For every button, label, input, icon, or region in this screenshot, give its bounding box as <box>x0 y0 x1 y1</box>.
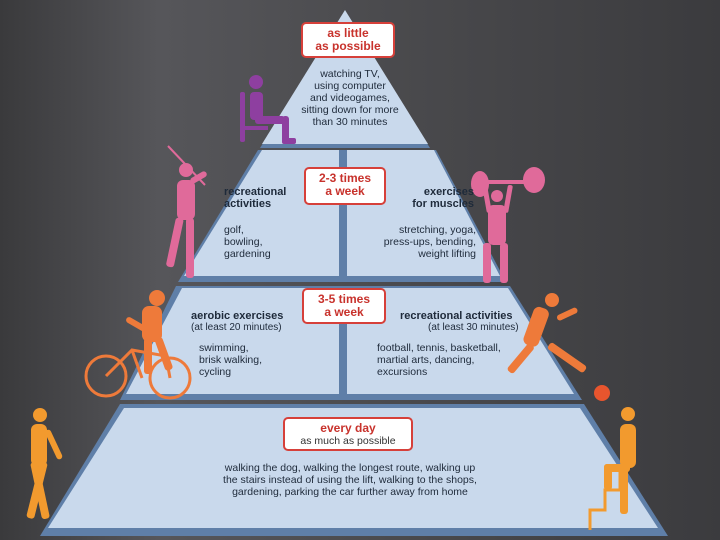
football-player-icon <box>507 293 610 401</box>
list-item: press-ups, bending, <box>383 236 476 248</box>
list-item: gardening <box>224 248 271 260</box>
list-item: stretching, yoga, <box>398 224 476 236</box>
frequency-badge-third: 3-5 times a week <box>302 288 386 324</box>
badge-label-line1: 3-5 times <box>317 292 371 306</box>
base-tier-text: walking the dog, walking the longest rou… <box>190 462 510 498</box>
third-tier-left <box>126 288 339 394</box>
third-right-title: recreational activities <box>400 310 513 322</box>
top-text-line: and videogames, <box>310 92 390 104</box>
golfer-icon <box>166 145 207 278</box>
second-left-items: golf, bowling, gardening <box>224 224 271 260</box>
third-left-note: (at least 20 minutes) <box>191 322 282 333</box>
list-item: brisk walking, <box>199 354 263 366</box>
third-left-title: aerobic exercises <box>191 310 284 322</box>
badge-label-line2: a week <box>325 184 365 198</box>
top-text-line: watching TV, <box>320 68 380 80</box>
list-item: golf, <box>224 224 244 236</box>
list-item: weight lifting <box>418 248 476 260</box>
list-item: football, tennis, basketball, <box>377 342 501 354</box>
frequency-badge-top: as little as possible <box>301 22 395 58</box>
badge-label-line1: as little <box>327 26 369 40</box>
top-text-line: than 30 minutes <box>312 116 388 128</box>
second-right-items: stretching, yoga, press-ups, bending, we… <box>356 224 476 260</box>
title-line: for muscles <box>412 198 474 210</box>
list-item: martial arts, dancing, <box>377 354 475 366</box>
title-line: exercises <box>423 186 474 198</box>
third-right-items: football, tennis, basketball, martial ar… <box>377 342 501 378</box>
badge-label-line2: a week <box>324 305 364 319</box>
sitting-person-icon <box>240 75 296 144</box>
badge-label: every day <box>320 421 376 435</box>
base-text-line: the stairs instead of using the lift, wa… <box>223 474 477 486</box>
weightlifter-icon <box>471 167 545 283</box>
base-text-line: gardening, parking the car further away … <box>232 486 468 498</box>
top-tier-text: watching TV, using computer and videogam… <box>280 68 420 128</box>
title-line: recreational <box>224 186 287 198</box>
list-item: excursions <box>377 366 428 378</box>
list-item: bowling, <box>224 236 263 248</box>
top-text-line: sitting down for more <box>301 104 399 116</box>
third-right-note: (at least 30 minutes) <box>428 322 519 333</box>
list-item: cycling <box>199 366 232 378</box>
second-right-title: exercises for muscles <box>394 186 474 210</box>
list-item: swimming, <box>199 342 249 354</box>
ball-icon <box>594 385 610 401</box>
title-line: activities <box>224 198 272 210</box>
base-tier <box>48 408 658 528</box>
second-left-title: recreational activities <box>224 186 286 210</box>
top-tier <box>262 10 428 144</box>
base-text-line: walking the dog, walking the longest rou… <box>224 462 476 474</box>
cyclist-icon <box>84 290 192 400</box>
second-tier-left <box>184 150 339 276</box>
top-text-line: using computer <box>314 80 386 92</box>
badge-label-line2: as possible <box>315 39 381 53</box>
frequency-badge-second: 2-3 times a week <box>304 167 386 205</box>
third-left-items: swimming, brisk walking, cycling <box>199 342 262 378</box>
badge-label-line1: 2-3 times <box>318 171 372 185</box>
walking-person-icon <box>26 408 63 520</box>
stair-climber-icon <box>588 407 636 530</box>
badge-sub-label: as much as possible <box>300 435 396 447</box>
frequency-badge-base: every day as much as possible <box>283 417 413 451</box>
